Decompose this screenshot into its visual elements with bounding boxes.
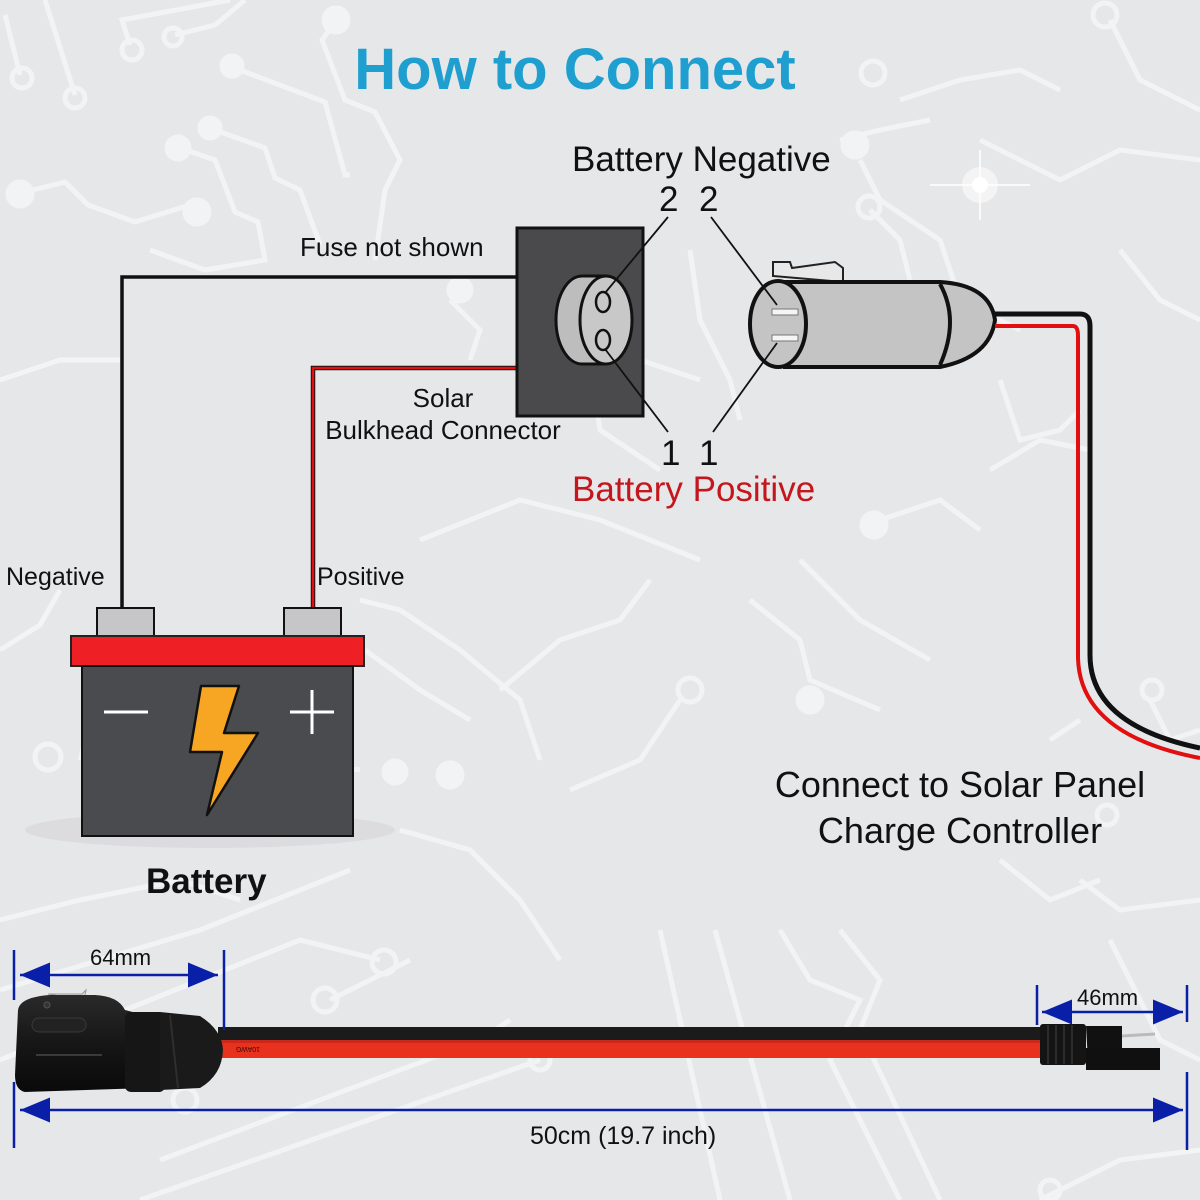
battery-negative-wire (120, 275, 520, 608)
total-length-dimension: 50cm (19.7 inch) (530, 1122, 717, 1150)
battery-label: Battery (146, 862, 267, 901)
pin-label-bulkhead-2: 2 (659, 180, 679, 219)
positive-terminal-label: Positive (317, 563, 405, 591)
pin-callout-lines (604, 216, 778, 433)
pin-label-bulkhead-1: 1 (661, 434, 681, 473)
svg-text:10AWG: 10AWG (236, 1045, 260, 1052)
dimension-lines (12, 950, 1189, 1150)
bulkhead-connector-illustration (515, 226, 645, 418)
bulkhead-plug-photo (15, 988, 223, 1092)
fuse-note: Fuse not shown (300, 232, 484, 262)
lightning-bolt-icon (188, 684, 260, 817)
bulkhead-length-dimension: 64mm (90, 945, 152, 970)
page-title: How to Connect (354, 37, 796, 102)
plug-connector-illustration (748, 260, 998, 369)
battery-positive-wire (310, 365, 520, 608)
charge-controller-label: Connect to Solar Panel Charge Controller (740, 762, 1180, 854)
battery-illustration (25, 607, 395, 848)
battery-positive-label: Battery Positive (572, 470, 816, 509)
sae-plug-length-dimension: 46mm (1077, 985, 1139, 1010)
negative-terminal-label: Negative (6, 563, 105, 591)
controller-label-line1: Connect to Solar Panel (774, 764, 1146, 805)
pin-label-plug-1: 1 (699, 434, 719, 473)
bulkhead-label-line1: Solar (412, 383, 474, 413)
sae-plug-photo (1040, 1024, 1160, 1070)
bulkhead-connector-label: Solar Bulkhead Connector (300, 382, 586, 446)
plus-icon (290, 690, 334, 734)
controller-label-line2: Charge Controller (817, 810, 1103, 851)
sparkle-highlight (930, 150, 1030, 220)
cable-photo: 10AWG (15, 988, 1160, 1092)
bulkhead-label-line2: Bulkhead Connector (325, 415, 561, 445)
charge-controller-cable (995, 311, 1200, 760)
pin-label-plug-2: 2 (699, 180, 719, 219)
battery-negative-label: Battery Negative (572, 140, 831, 179)
